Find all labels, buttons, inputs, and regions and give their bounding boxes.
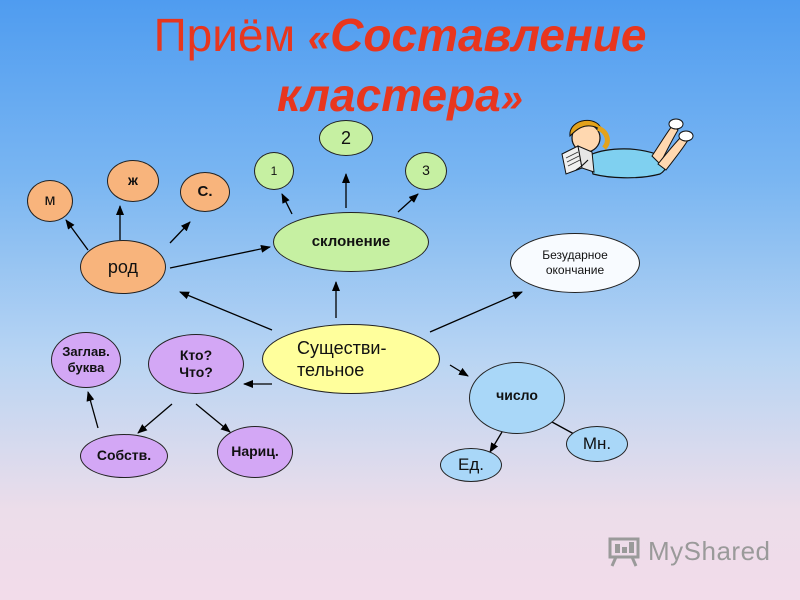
node-ed-label: Ед.: [458, 455, 484, 475]
arrow-center-to-bezudarnoe: [429, 291, 523, 333]
node-narits-label: Нариц.: [231, 443, 279, 460]
reading-girl-illustration: [561, 118, 694, 179]
arrow-center-to-rod: [179, 291, 273, 331]
arrow-rod-to-s: [169, 221, 191, 244]
line-chislo-to-mn: [551, 421, 575, 435]
node-sobstv-label: Собств.: [96, 447, 152, 464]
arrow-chislo-to-ed: [489, 431, 503, 453]
node-s: С.: [180, 172, 230, 212]
node-center: Существи- тельное: [262, 324, 440, 394]
node-sobstv: Собств.: [80, 434, 168, 478]
node-2: 2: [319, 120, 373, 156]
node-3-label: 3: [422, 162, 430, 179]
arrow-sklonenie-to-1: [281, 193, 293, 215]
node-2-label: 2: [340, 127, 351, 148]
node-chislo: число: [469, 362, 565, 434]
title-word-1: Составление: [330, 9, 647, 61]
node-chislo-label: число: [496, 387, 538, 403]
node-mn-label: Мн.: [582, 434, 612, 454]
arrow-rod-to-m: [65, 219, 89, 251]
node-s-label: С.: [197, 182, 213, 200]
node-kto: Кто? Что?: [148, 334, 244, 394]
node-bezudarnoe-label: Безударное окончание: [542, 248, 608, 277]
title-word-2: кластера: [276, 69, 501, 121]
node-m: м: [27, 180, 73, 222]
arrow-sklonenie-to-3: [397, 193, 419, 213]
node-center-label: Существи- тельное: [297, 337, 387, 381]
node-zaglav: Заглав. буква: [51, 332, 121, 388]
logo-text: MyShared: [648, 536, 771, 566]
node-bezudarnoe: Безударное окончание: [510, 233, 640, 293]
myshared-logo: MyShared: [606, 536, 771, 567]
node-3: 3: [405, 152, 447, 190]
title-close-quote: »: [500, 76, 524, 120]
node-sklonenie: склонение: [273, 212, 429, 272]
title-line-2: кластера»: [0, 68, 800, 122]
arrow-center-to-chislo: [449, 364, 469, 377]
node-rod: род: [80, 240, 166, 294]
node-mn: Мн.: [566, 426, 628, 462]
arrow-sobstv-to-zaglav: [86, 391, 99, 429]
node-narits: Нариц.: [217, 426, 293, 478]
node-1-label: 1: [270, 163, 278, 178]
arrow-kto-to-sobstv: [137, 403, 173, 434]
node-1: 1: [254, 152, 294, 190]
node-ed: Ед.: [440, 448, 502, 482]
node-zh: ж: [107, 160, 159, 202]
title-line-1: Приём «Составление: [0, 8, 800, 62]
node-zaglav-label: Заглав. буква: [62, 343, 110, 375]
node-zh-label: ж: [128, 172, 138, 189]
node-kto-label: Кто? Что?: [179, 346, 213, 381]
title-open-quote: «: [307, 16, 331, 60]
presentation-board-icon: [608, 537, 640, 567]
node-sklonenie-label: склонение: [311, 232, 391, 250]
node-m-label: м: [44, 192, 56, 209]
arrow-kto-to-narits: [195, 403, 231, 433]
arrow-rod-to-sklonenie: [169, 244, 271, 269]
node-rod-label: род: [107, 256, 139, 277]
title-prefix: Приём: [153, 9, 308, 61]
